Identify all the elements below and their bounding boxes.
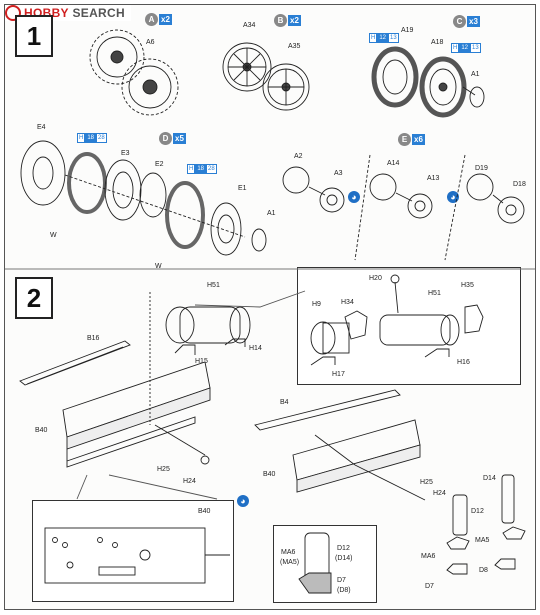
part-label: A13 [427, 175, 440, 182]
part-label: H35 [461, 282, 474, 289]
wheel-b [222, 42, 310, 111]
part-label: A3 [334, 170, 343, 177]
part-label: W [50, 232, 57, 239]
step-1-number: 1 [15, 15, 53, 57]
part-label: MA5 [475, 537, 490, 544]
wheel-c [371, 46, 485, 118]
inset-2-detail [44, 527, 230, 584]
part-label: B4 [280, 399, 289, 406]
part-label: A2 [294, 153, 303, 160]
part-label: D18 [513, 181, 526, 188]
part-label: A14 [387, 160, 400, 167]
part-label: H51 [207, 282, 220, 289]
wheel-d [20, 140, 267, 256]
part-label: D7 [337, 577, 346, 584]
inset-3-detail [298, 532, 332, 594]
part-label: H24 [433, 490, 446, 497]
part-label: B40 [263, 471, 276, 478]
part-label: H17 [332, 371, 345, 378]
repeat-icon: ◕ [237, 495, 249, 507]
repeat-icon: ◕ [348, 191, 360, 203]
part-label: H15 [195, 358, 208, 365]
part-label: D8 [479, 567, 488, 574]
part-label: H25 [157, 466, 170, 473]
part-label: A1 [267, 210, 276, 217]
part-label: MA6 [421, 553, 436, 560]
part-label: A35 [288, 43, 301, 50]
inset-hull-detail [32, 500, 234, 602]
part-label: B40 [198, 508, 211, 515]
watermark-suffix: SEARCH [72, 6, 125, 20]
part-label: D14 [483, 475, 496, 482]
part-label: H24 [183, 478, 196, 485]
part-label: A6 [146, 39, 155, 46]
part-label: H20 [369, 275, 382, 282]
part-label: D7 [425, 583, 434, 590]
hull-left-assembly [19, 290, 306, 500]
part-label: MA6 [281, 549, 296, 556]
line-art [5, 29, 535, 594]
hull-right-assembly [254, 389, 526, 575]
part-label: H34 [341, 299, 354, 306]
part-label: A34 [243, 22, 256, 29]
part-label: B40 [35, 427, 48, 434]
watermark-mark-icon [5, 5, 21, 21]
part-label: (D8) [337, 587, 351, 594]
sprocket-a6 [89, 29, 179, 116]
part-label: W [155, 263, 162, 270]
inset-bracket-assembly [297, 267, 521, 385]
part-label: A19 [401, 27, 414, 34]
part-label: A1 [471, 71, 480, 78]
part-label: E1 [238, 185, 247, 192]
part-label: (D14) [335, 555, 353, 562]
part-label: D12 [337, 545, 350, 552]
part-label: H51 [428, 290, 441, 297]
part-label: B16 [87, 335, 100, 342]
part-label: H14 [249, 345, 262, 352]
part-label: H16 [457, 359, 470, 366]
part-label: H25 [420, 479, 433, 486]
part-label: H9 [312, 301, 321, 308]
part-label: E4 [37, 124, 46, 131]
part-label: D12 [471, 508, 484, 515]
step-2-number: 2 [15, 277, 53, 319]
part-label: (MA5) [280, 559, 300, 566]
wheel-e-left [282, 154, 525, 261]
part-label: E3 [121, 150, 130, 157]
part-label: D19 [475, 165, 488, 172]
inset-1-parts [310, 274, 484, 366]
part-label: E2 [155, 161, 164, 168]
part-label: A18 [431, 39, 444, 46]
